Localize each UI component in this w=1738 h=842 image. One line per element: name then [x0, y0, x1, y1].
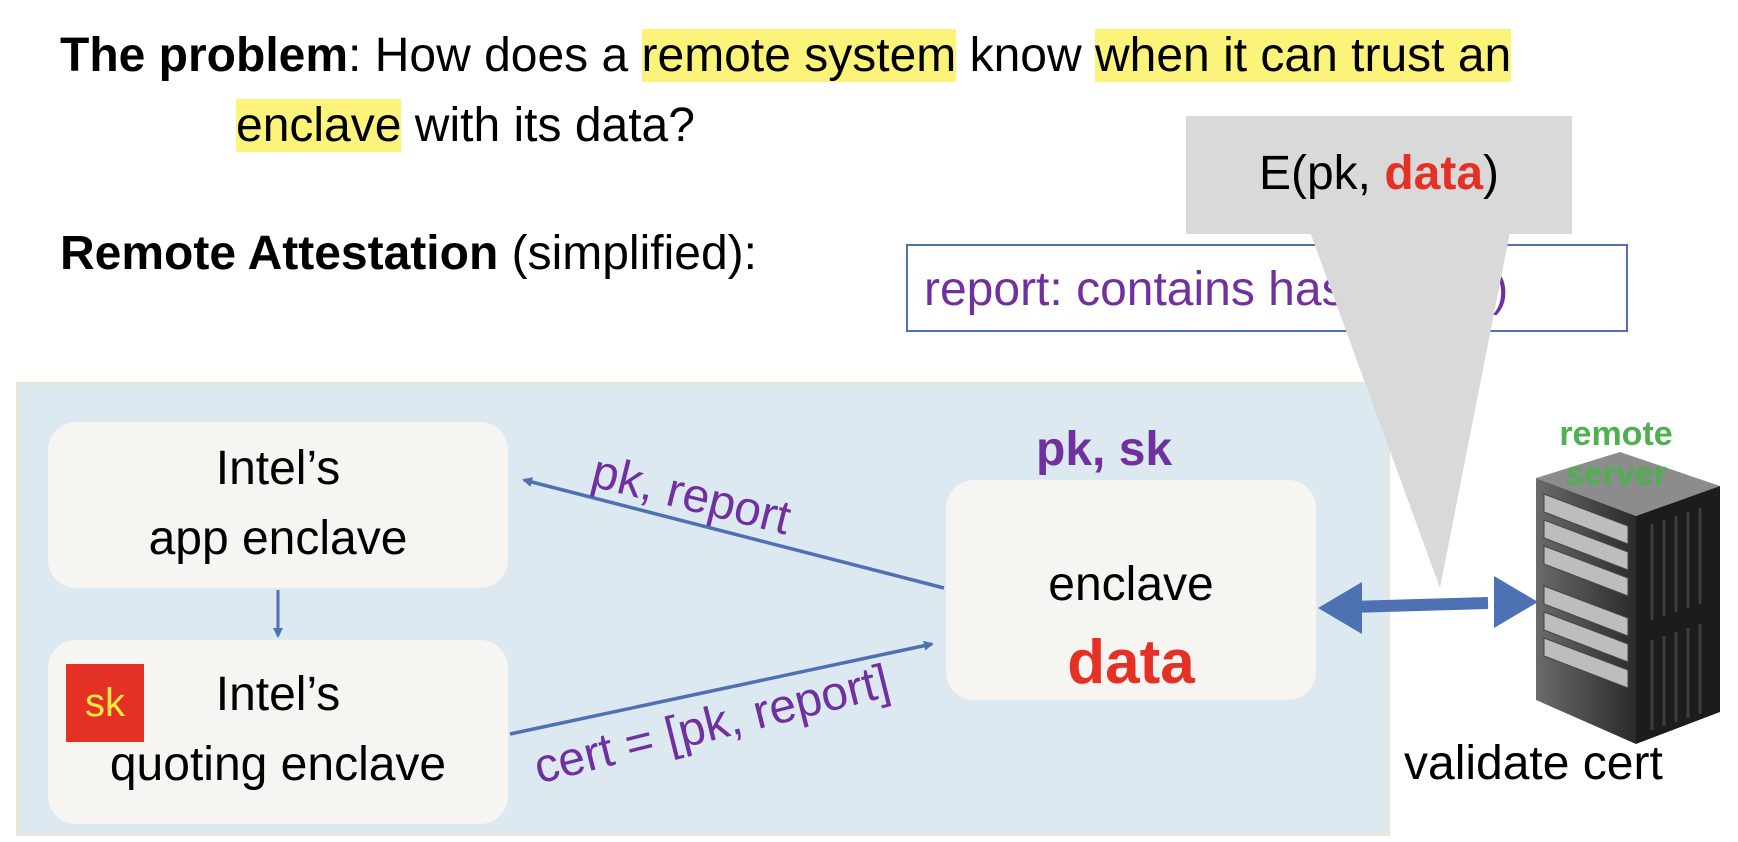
app-enclave-node: Intel’s app enclave: [48, 422, 508, 588]
callout-text: E(pk, data): [1186, 142, 1572, 206]
problem-label: The problem: [60, 29, 349, 82]
callout-prefix: E(pk,: [1258, 147, 1385, 200]
highlight-trust: when it can trust an: [1095, 29, 1512, 82]
problem-text-3: with its data?: [401, 99, 695, 152]
app-enclave-line1: Intel’s: [215, 442, 341, 495]
enclave-keys-label: pk, sk: [1036, 423, 1173, 476]
attestation-subtitle: (simplified):: [498, 227, 757, 280]
callout-suffix: ): [1483, 147, 1500, 200]
problem-statement: The problem: How does a remote system kn…: [60, 24, 1512, 88]
enclave-label: enclave: [1048, 558, 1214, 611]
attestation-heading: Remote Attestation (simplified):: [60, 222, 757, 286]
highlight-enclave: enclave: [236, 99, 402, 152]
quoting-enclave-line2: quoting enclave: [109, 738, 447, 791]
app-enclave-line2: app enclave: [148, 512, 408, 565]
validate-cert-label: validate cert: [1404, 737, 1663, 790]
highlight-remote-system: remote system: [641, 29, 957, 82]
enclave-node: enclave data: [946, 480, 1316, 700]
server-label-line2: server: [1564, 455, 1668, 493]
attestation-title: Remote Attestation: [60, 227, 499, 280]
report-text: report: contains hash(code): [924, 263, 1509, 316]
enclave-data: data: [1067, 628, 1195, 697]
secret-key-badge: sk: [66, 664, 144, 742]
server-label-line1: remote: [1559, 415, 1673, 453]
callout-bubble: [1186, 116, 1572, 234]
problem-statement-line2: enclave with its data?: [236, 94, 695, 158]
problem-text-1: : How does a: [348, 29, 642, 82]
remote-server-label: remote server: [1546, 414, 1686, 494]
quoting-enclave-line1: Intel’s: [215, 668, 341, 721]
callout-data: data: [1384, 147, 1484, 200]
problem-text-2: know: [956, 29, 1095, 82]
